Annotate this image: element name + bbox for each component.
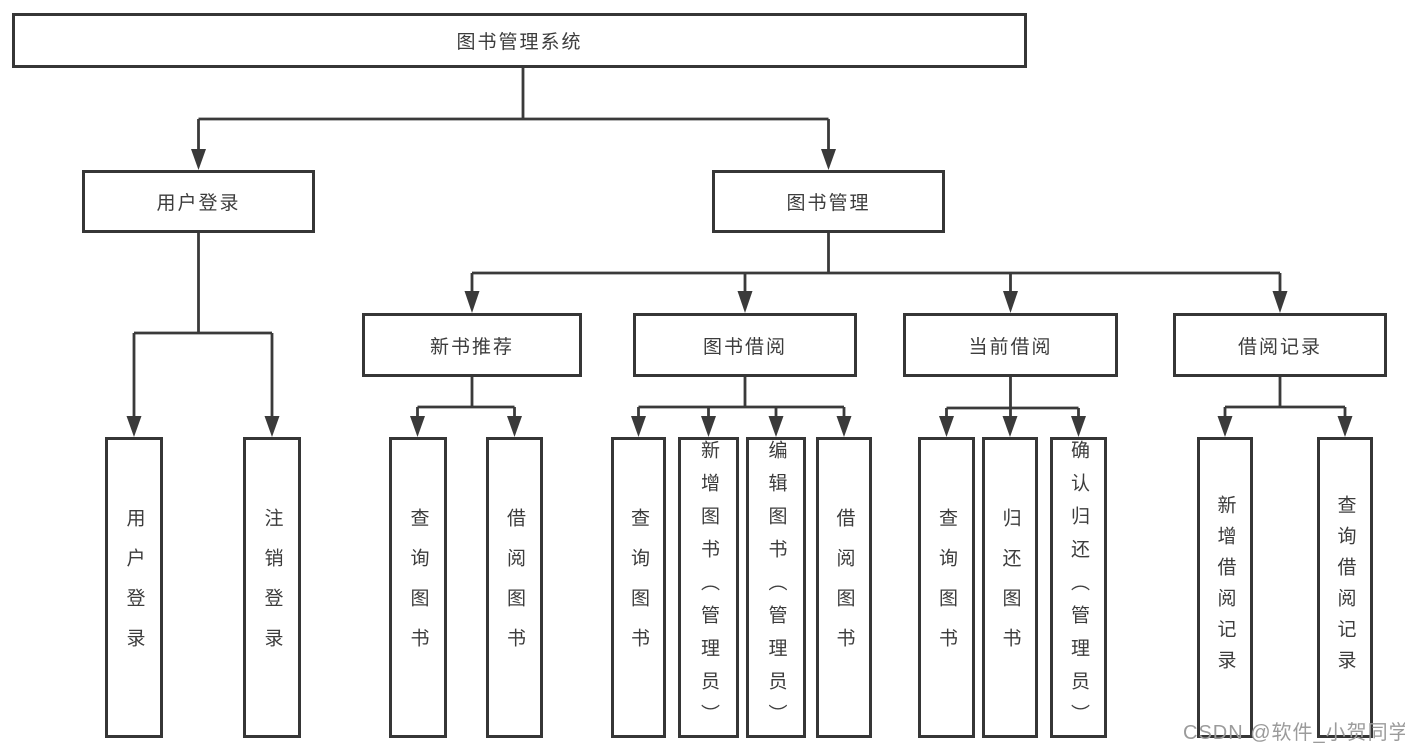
leaf-add-books-admin: 新增图书（管理员） — [678, 437, 739, 738]
leaf-borrow-books: 借阅图书 — [816, 437, 872, 738]
connector-arrowheads — [126, 149, 1353, 437]
connector-root-to-level2 — [197, 68, 830, 155]
leaf-borrow-books-recommend: 借阅图书 — [486, 437, 543, 738]
leaf-return-books: 归还图书 — [982, 437, 1038, 738]
node-new-book-recommendation: 新书推荐 — [362, 313, 582, 377]
node-book-borrowing: 图书借阅 — [633, 313, 857, 377]
node-current-borrowing: 当前借阅 — [903, 313, 1118, 377]
connector-new-books-to-leaves — [416, 377, 516, 422]
leaf-query-borrow-record: 查询借阅记录 — [1317, 437, 1373, 738]
leaf-query-books-current: 查询图书 — [918, 437, 975, 738]
connector-user-login-to-leaves — [132, 233, 274, 422]
leaf-query-books-recommend: 查询图书 — [389, 437, 447, 738]
node-book-management: 图书管理 — [712, 170, 945, 233]
leaf-confirm-return-admin: 确认归还（管理员） — [1050, 437, 1107, 738]
connector-current-borrow-to-leaves — [945, 377, 1080, 422]
connector-book-borrow-to-leaves — [637, 377, 846, 422]
csdn-watermark: CSDN @软件_小贺同学 — [1183, 722, 1405, 744]
node-library-management-system: 图书管理系统 — [12, 13, 1027, 68]
node-user-login: 用户登录 — [82, 170, 315, 233]
leaf-edit-books-admin: 编辑图书（管理员） — [746, 437, 806, 738]
leaf-user-login: 用户登录 — [105, 437, 163, 738]
connector-borrow-records-to-leaves — [1223, 377, 1347, 422]
leaf-add-borrow-record: 新增借阅记录 — [1197, 437, 1253, 738]
leaf-query-books-borrowing: 查询图书 — [611, 437, 666, 738]
leaf-logout: 注销登录 — [243, 437, 301, 738]
connector-book-mgmt-to-level3 — [470, 233, 1282, 297]
node-borrowing-records: 借阅记录 — [1173, 313, 1387, 377]
